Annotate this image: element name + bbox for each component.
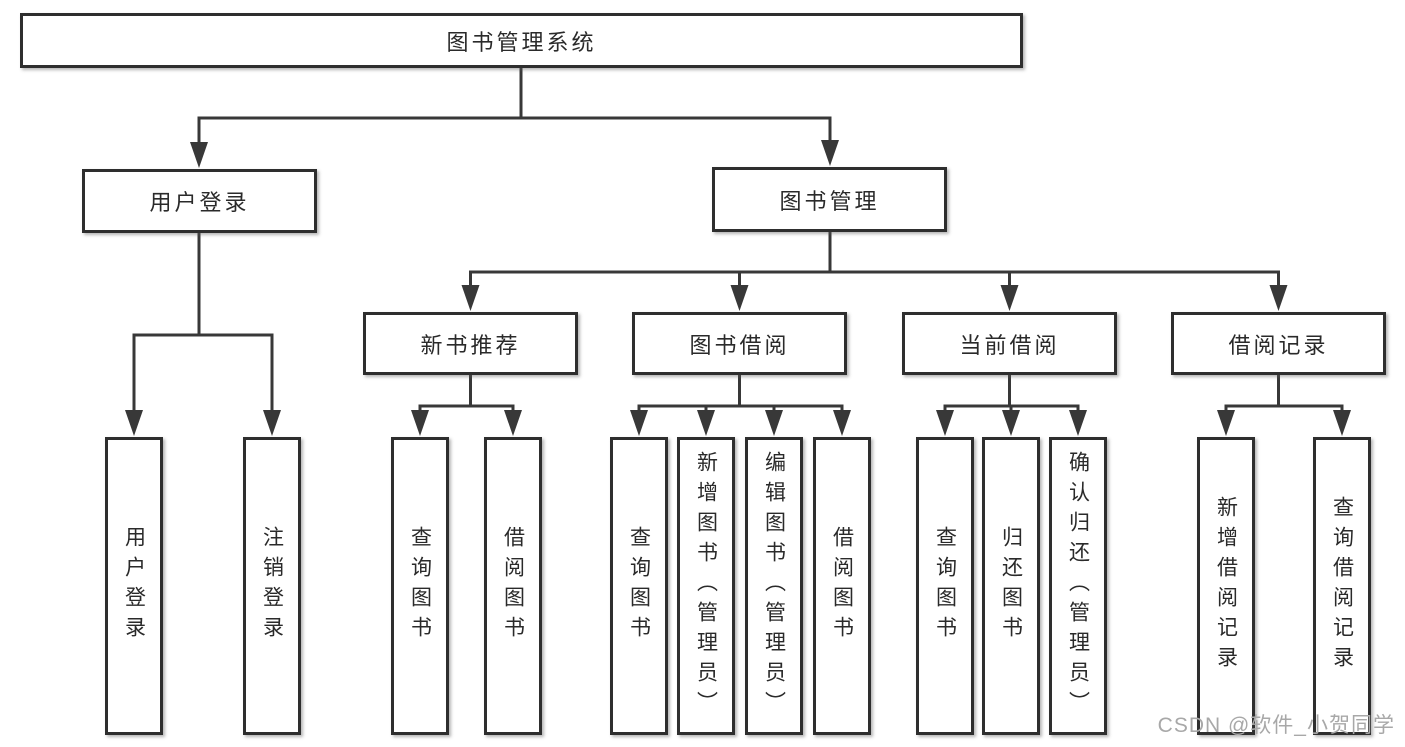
leaf-edit-book-admin: 编辑图书（管理员）	[745, 437, 803, 735]
arrowhead	[504, 410, 522, 436]
arrowhead	[1002, 410, 1020, 436]
arrowhead	[821, 140, 839, 166]
node-user-login: 用户登录	[82, 169, 317, 233]
leaf-logout: 注销登录	[243, 437, 301, 735]
arrowhead	[630, 410, 648, 436]
arrowhead	[833, 410, 851, 436]
leaf-user-login: 用户登录	[105, 437, 163, 735]
leaf-query-books-borrowing: 查询图书	[610, 437, 668, 735]
leaf-borrow-books-recommend: 借阅图书	[484, 437, 542, 735]
arrowhead	[1269, 285, 1288, 311]
leaf-borrow-books-borrowing: 借阅图书	[813, 437, 871, 735]
leaf-confirm-return-admin: 确认归还（管理员）	[1049, 437, 1107, 735]
leaf-query-borrowing-record: 查询借阅记录	[1313, 437, 1371, 735]
arrowhead	[1217, 410, 1235, 436]
leaf-add-book-admin: 新增图书（管理员）	[677, 437, 735, 735]
node-library-management-system: 图书管理系统	[20, 13, 1023, 68]
node-borrowing-records: 借阅记录	[1171, 312, 1386, 375]
leaf-query-books-recommend: 查询图书	[391, 437, 449, 735]
arrowhead	[411, 410, 429, 436]
arrowhead	[461, 285, 480, 311]
arrowhead	[190, 142, 208, 168]
node-new-book-recommendation: 新书推荐	[363, 312, 578, 375]
arrowhead	[936, 410, 954, 436]
arrowhead	[1333, 410, 1351, 436]
node-book-management: 图书管理	[712, 167, 947, 232]
arrowhead	[1000, 285, 1019, 311]
leaf-return-books: 归还图书	[982, 437, 1040, 735]
arrowhead	[1069, 410, 1087, 436]
node-current-borrowing: 当前借阅	[902, 312, 1117, 375]
leaf-add-borrowing-record: 新增借阅记录	[1197, 437, 1255, 735]
arrowhead	[765, 410, 783, 436]
leaf-query-books-current: 查询图书	[916, 437, 974, 735]
arrowhead	[263, 410, 281, 436]
arrowhead	[697, 410, 715, 436]
arrowhead	[730, 285, 749, 311]
watermark: CSDN @软件_小贺同学	[1157, 714, 1395, 737]
arrowhead	[125, 410, 143, 436]
node-book-borrowing: 图书借阅	[632, 312, 847, 375]
